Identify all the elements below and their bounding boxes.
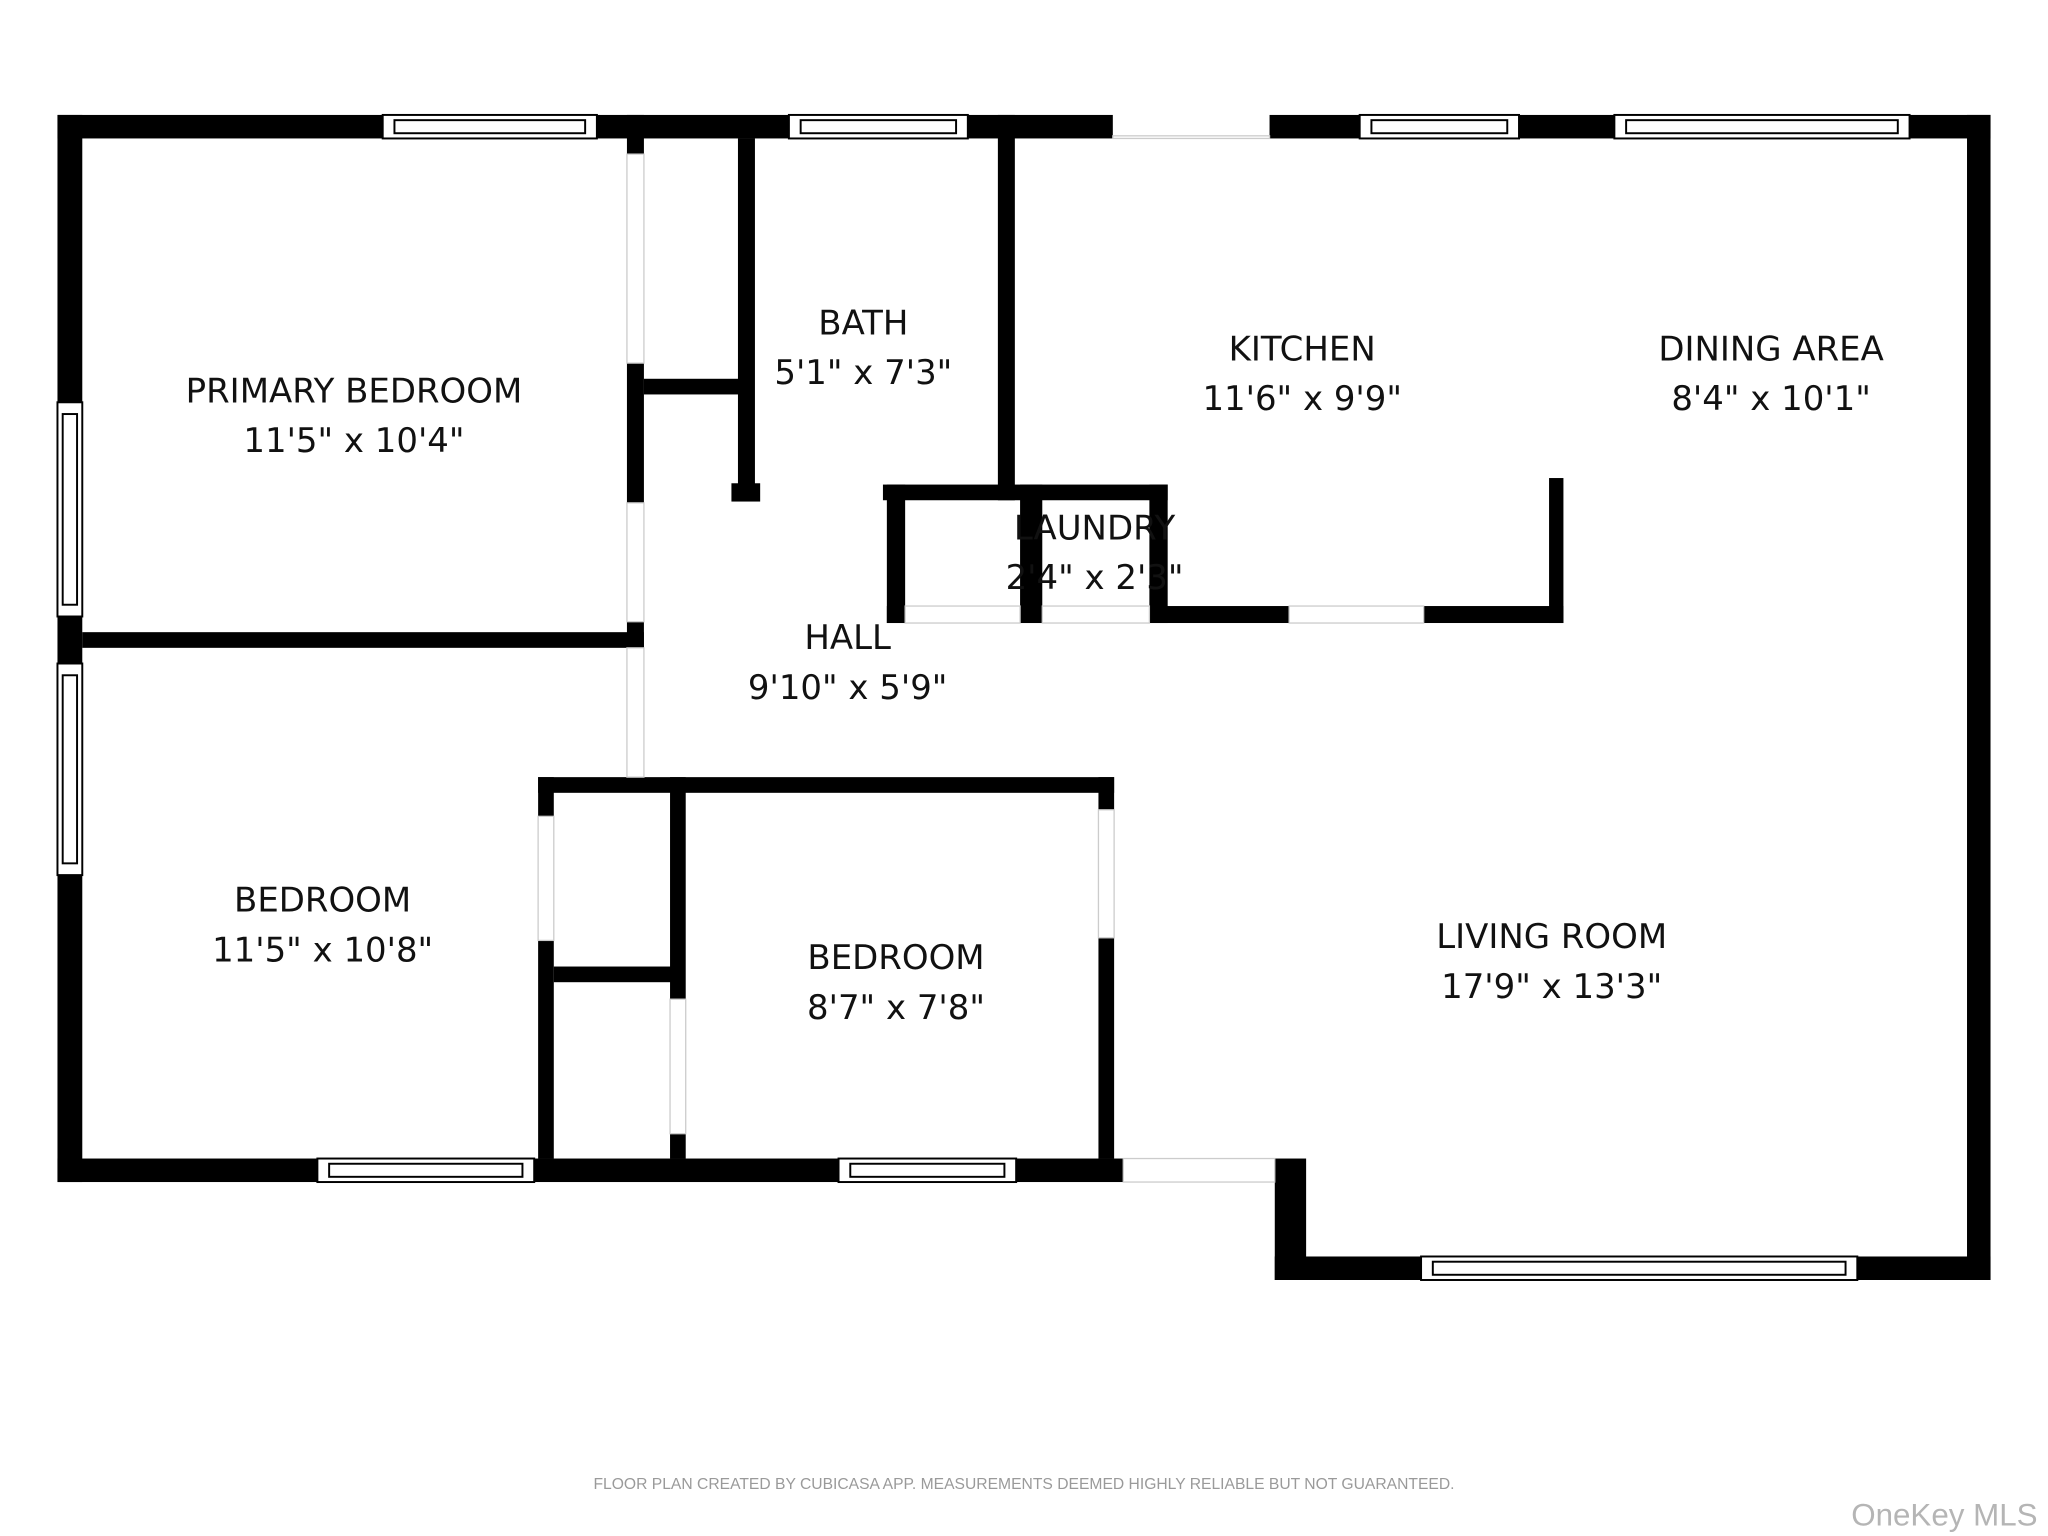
room-laundry-size: 2'4" x 2'3" <box>1006 558 1184 598</box>
room-bath-name: BATH <box>818 303 908 343</box>
room-dining-name: DINING AREA <box>1658 329 1883 369</box>
room-laundry-name: LAUNDRY <box>1014 508 1176 548</box>
room-bedroom-2-size: 8'7" x 7'8" <box>807 988 985 1028</box>
room-primary-bedroom-size: 11'5" x 10'4" <box>243 421 464 461</box>
room-bath-size: 5'1" x 7'3" <box>774 353 952 393</box>
room-living-size: 17'9" x 13'3" <box>1441 967 1662 1007</box>
room-bedroom-1-name: BEDROOM <box>234 881 411 921</box>
room-kitchen-name: KITCHEN <box>1229 329 1376 369</box>
room-hall-name: HALL <box>804 618 891 658</box>
walls <box>57 114 1991 1281</box>
room-bedroom-2-name: BEDROOM <box>807 938 984 978</box>
windows <box>56 113 1911 1281</box>
room-bedroom-1-size: 11'5" x 10'8" <box>212 930 433 970</box>
room-labels: PRIMARY BEDROOM 11'5" x 10'4" BATH 5'1" … <box>186 303 1884 1027</box>
room-primary-bedroom-name: PRIMARY BEDROOM <box>186 371 523 411</box>
disclaimer: FLOOR PLAN CREATED BY CUBICASA APP. MEAS… <box>593 1476 1454 1493</box>
room-living-name: LIVING ROOM <box>1436 917 1667 957</box>
watermark-logo: OneKey MLS <box>1851 1498 2037 1533</box>
room-hall-size: 9'10" x 5'9" <box>748 668 948 708</box>
room-kitchen-size: 11'6" x 9'9" <box>1202 379 1402 419</box>
room-dining-size: 8'4" x 10'1" <box>1671 379 1871 419</box>
openings <box>537 135 1425 1183</box>
